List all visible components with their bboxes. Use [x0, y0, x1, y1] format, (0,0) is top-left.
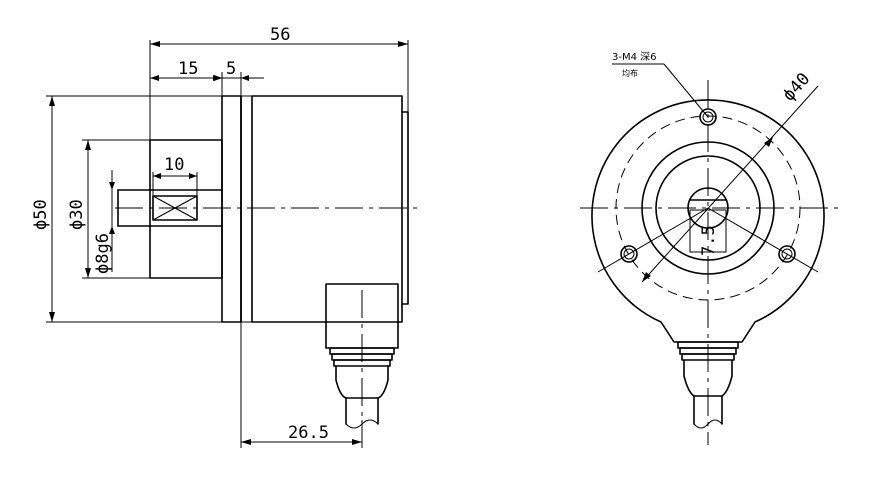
side-view: 56 15 5 10 ϕ50 — [31, 25, 420, 448]
shaft-end — [687, 187, 729, 229]
dim-boss-dia: ϕ30 — [67, 139, 150, 279]
dim-gap-label: 5 — [226, 59, 236, 79]
mounting-hole-top — [699, 108, 717, 126]
dim-total-length: 56 — [149, 25, 409, 150]
dim-shaft-flat: 10 — [153, 155, 197, 179]
hole-note: 3-M4 深6 均布 — [612, 51, 709, 118]
boss — [149, 139, 223, 279]
hole-note-line2: 均布 — [622, 68, 638, 78]
cable — [345, 397, 379, 425]
dim-pcd: ϕ40 — [641, 69, 819, 283]
shaft-flat — [152, 195, 198, 221]
mounting-hole-right — [778, 245, 796, 263]
dim-connector-offset: 26.5 — [240, 322, 363, 448]
rear-cap — [401, 111, 409, 305]
mounting-flange — [221, 95, 242, 323]
dim-pcd-label: ϕ40 — [779, 69, 814, 105]
dim-flange: 15 — [150, 59, 223, 96]
front-cable — [693, 395, 723, 425]
encoder-body — [251, 95, 403, 323]
dim-flange-label: 15 — [178, 59, 198, 79]
mounting-hole-left — [620, 245, 638, 263]
front-body-outline — [591, 99, 825, 343]
dim-shaft-dia-label: ϕ8g6 — [93, 233, 113, 274]
dim-shaft-dia: ϕ8g6 — [93, 170, 115, 274]
boss-ring-outer — [641, 141, 775, 275]
hole-note-line1: 3-M4 深6 — [612, 51, 657, 63]
dim-total-length-label: 56 — [270, 25, 290, 45]
front-view: ϕ40 7.5 3-M4 深6 均布 — [580, 51, 840, 445]
dim-body-dia-label: ϕ50 — [31, 199, 51, 230]
bolt-circle — [615, 115, 801, 301]
boss-ring-inner — [655, 155, 761, 261]
dim-gap: 5 — [212, 59, 264, 96]
dim-body-dia: ϕ50 — [31, 95, 252, 323]
dim-connector-offset-label: 26.5 — [288, 423, 329, 443]
dim-shaft-flat-label: 10 — [164, 155, 184, 175]
dim-flat-label: 7.5 — [699, 225, 719, 256]
dim-boss-dia-label: ϕ30 — [67, 199, 87, 230]
